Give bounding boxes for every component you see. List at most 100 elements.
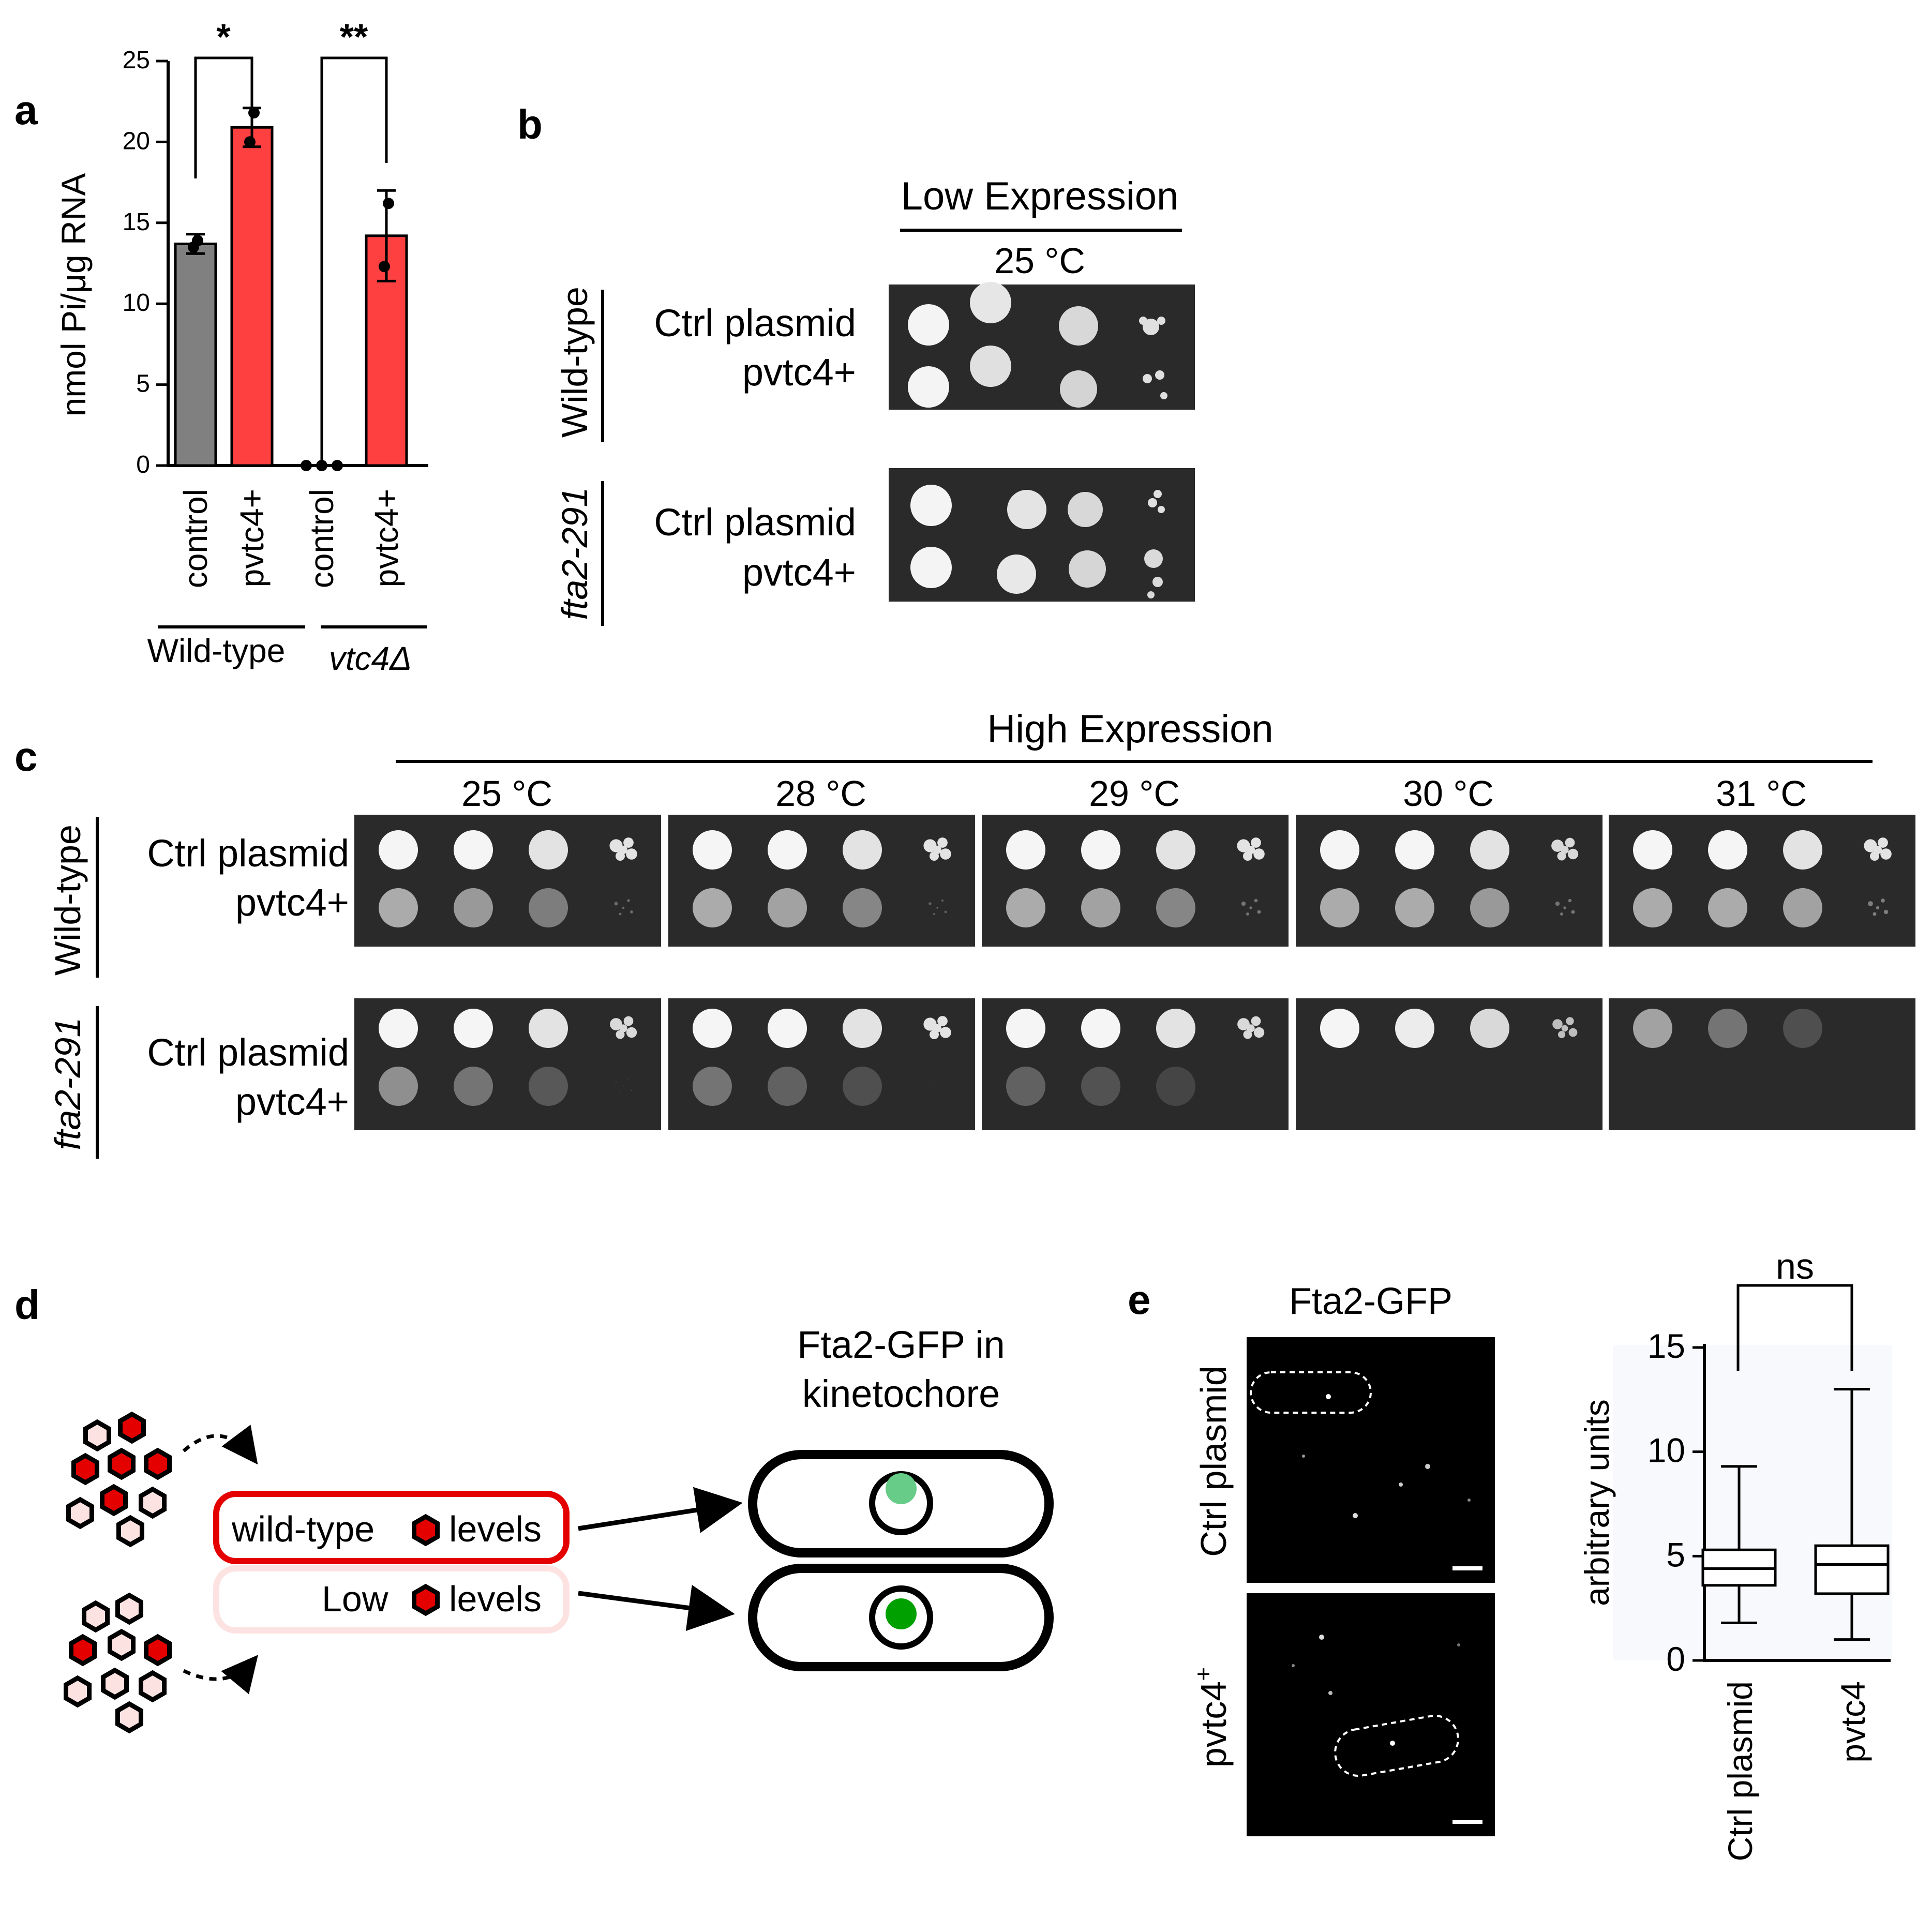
colony-spot xyxy=(1560,912,1563,916)
colony-spot xyxy=(619,1024,627,1032)
colony-spot xyxy=(610,1018,622,1030)
x-tick-label-e: pvtc4 xyxy=(1834,1681,1872,1763)
colony-spot xyxy=(843,888,882,927)
colony-spot xyxy=(1251,1016,1261,1026)
box2-prefix: Low xyxy=(322,1579,388,1619)
colony-spot xyxy=(1633,830,1672,870)
box-low-levels xyxy=(213,1565,570,1634)
colony-spot xyxy=(1081,888,1120,927)
colony-spot xyxy=(1320,830,1359,870)
panel-label-d: d xyxy=(14,1282,40,1328)
colony-spot xyxy=(1156,1067,1195,1106)
colony-spot xyxy=(620,1092,621,1093)
colony-spot xyxy=(768,1067,807,1106)
colony-spot xyxy=(1633,888,1672,927)
red-hex-icon xyxy=(414,1517,438,1544)
data-point-a xyxy=(316,460,327,471)
colony-spot xyxy=(843,1009,882,1048)
x-tick-label-a: pvtc4+ xyxy=(368,489,405,587)
colony-spot xyxy=(626,1027,637,1038)
colony-spot xyxy=(693,1067,732,1106)
colony-spot xyxy=(1561,846,1569,854)
y-tick-label-e: 5 xyxy=(1666,1535,1685,1574)
data-point-a xyxy=(379,261,390,273)
colony-spot xyxy=(454,1067,493,1106)
micrograph-pvtc4 xyxy=(1247,1593,1495,1836)
header-low-expression: Low Expression xyxy=(901,174,1179,218)
colony-spot xyxy=(934,1092,935,1093)
colony-spot xyxy=(1470,1009,1509,1048)
colony-spot xyxy=(615,1081,617,1083)
panel-label-a: a xyxy=(14,87,38,133)
hex-cluster-top xyxy=(69,1414,170,1545)
colony-spot xyxy=(630,910,633,913)
colony-spot xyxy=(1006,1009,1045,1048)
bar-a xyxy=(230,126,274,467)
colony-spot xyxy=(1320,888,1359,927)
row-label-b-fta2-pvtc4: pvtc4+ xyxy=(742,551,856,594)
colony-spot xyxy=(933,1024,942,1033)
colony-spot xyxy=(1557,851,1566,861)
colony-spot xyxy=(1555,901,1560,906)
colony-spot xyxy=(1873,845,1882,855)
colony-spot xyxy=(1246,912,1249,916)
row-label-b-fta2-ctrl: Ctrl plasmid xyxy=(654,501,856,544)
row-label-c-fta2-ctrl: Ctrl plasmid xyxy=(147,1031,349,1074)
hex-cluster-bottom xyxy=(66,1595,170,1731)
colony-spot xyxy=(1395,888,1434,927)
colony-spot xyxy=(1563,906,1566,909)
colony-spot xyxy=(623,1016,634,1026)
row-label-b-wt-pvtc4: pvtc4+ xyxy=(742,351,856,394)
strain-label-c-fta2: fta2-291 xyxy=(48,1017,88,1150)
colony-spot xyxy=(768,888,807,927)
colony-spot xyxy=(529,1009,568,1048)
significance-a-1: * xyxy=(216,17,231,57)
y-axis-label-a: nmol Pi/μg RNA xyxy=(54,173,93,417)
y-tick-label-a: 15 xyxy=(123,208,150,236)
colony-spot xyxy=(937,1016,948,1026)
colony-spot xyxy=(1253,1027,1265,1038)
colony-spot xyxy=(529,830,568,870)
significance-a-2: ** xyxy=(340,17,368,57)
y-axis-label-e: arbitrary units xyxy=(1578,1399,1616,1606)
red-hex-icon xyxy=(414,1586,438,1613)
data-point-a xyxy=(248,107,260,119)
colony-spot xyxy=(619,845,628,855)
x-tick-label-a: control xyxy=(177,489,214,588)
row-label-c-wt-ctrl: Ctrl plasmid xyxy=(147,832,349,875)
colony-spot xyxy=(529,888,568,927)
colony-spot xyxy=(529,1067,568,1106)
significance-e: ns xyxy=(1776,1246,1814,1286)
y-tick-label-a: 25 xyxy=(123,47,150,74)
colony-spot xyxy=(1878,837,1888,848)
colony-spot xyxy=(1566,1017,1574,1025)
box1-prefix: wild-type xyxy=(231,1509,375,1549)
y-tick-label-e: 15 xyxy=(1648,1327,1685,1365)
colony-spot xyxy=(928,902,932,905)
cell-diagram-top xyxy=(748,1450,1054,1557)
colony-spot xyxy=(1395,1009,1434,1048)
colony-spot xyxy=(1006,888,1045,927)
colony-spot xyxy=(1558,1031,1565,1038)
colony-spot xyxy=(627,899,630,902)
d-title-line1: Fta2-GFP in xyxy=(797,1323,1005,1366)
y-tick-label-a: 10 xyxy=(123,289,150,317)
colony-spot xyxy=(1881,898,1885,903)
colony-spot xyxy=(1470,888,1509,927)
colony-spot xyxy=(1081,1067,1120,1106)
colony-spot xyxy=(1320,1009,1359,1048)
colony-spot xyxy=(1253,848,1265,860)
panel-label-c: c xyxy=(14,733,38,780)
y-tick-label-a: 5 xyxy=(136,370,150,398)
colony-spot xyxy=(937,1086,938,1087)
colony-spot xyxy=(631,1090,632,1091)
colony-spot xyxy=(454,1009,493,1048)
box-e xyxy=(1814,1544,1890,1595)
colony-spot xyxy=(1246,845,1255,855)
temperature-label-c: 28 °C xyxy=(775,773,866,814)
colony-spot xyxy=(1873,912,1877,916)
colony-spot xyxy=(1156,888,1195,927)
colony-spot xyxy=(1006,1067,1045,1106)
x-tick-label-a: pvtc4+ xyxy=(233,489,271,587)
micrograph-ctrl xyxy=(1247,1337,1495,1583)
